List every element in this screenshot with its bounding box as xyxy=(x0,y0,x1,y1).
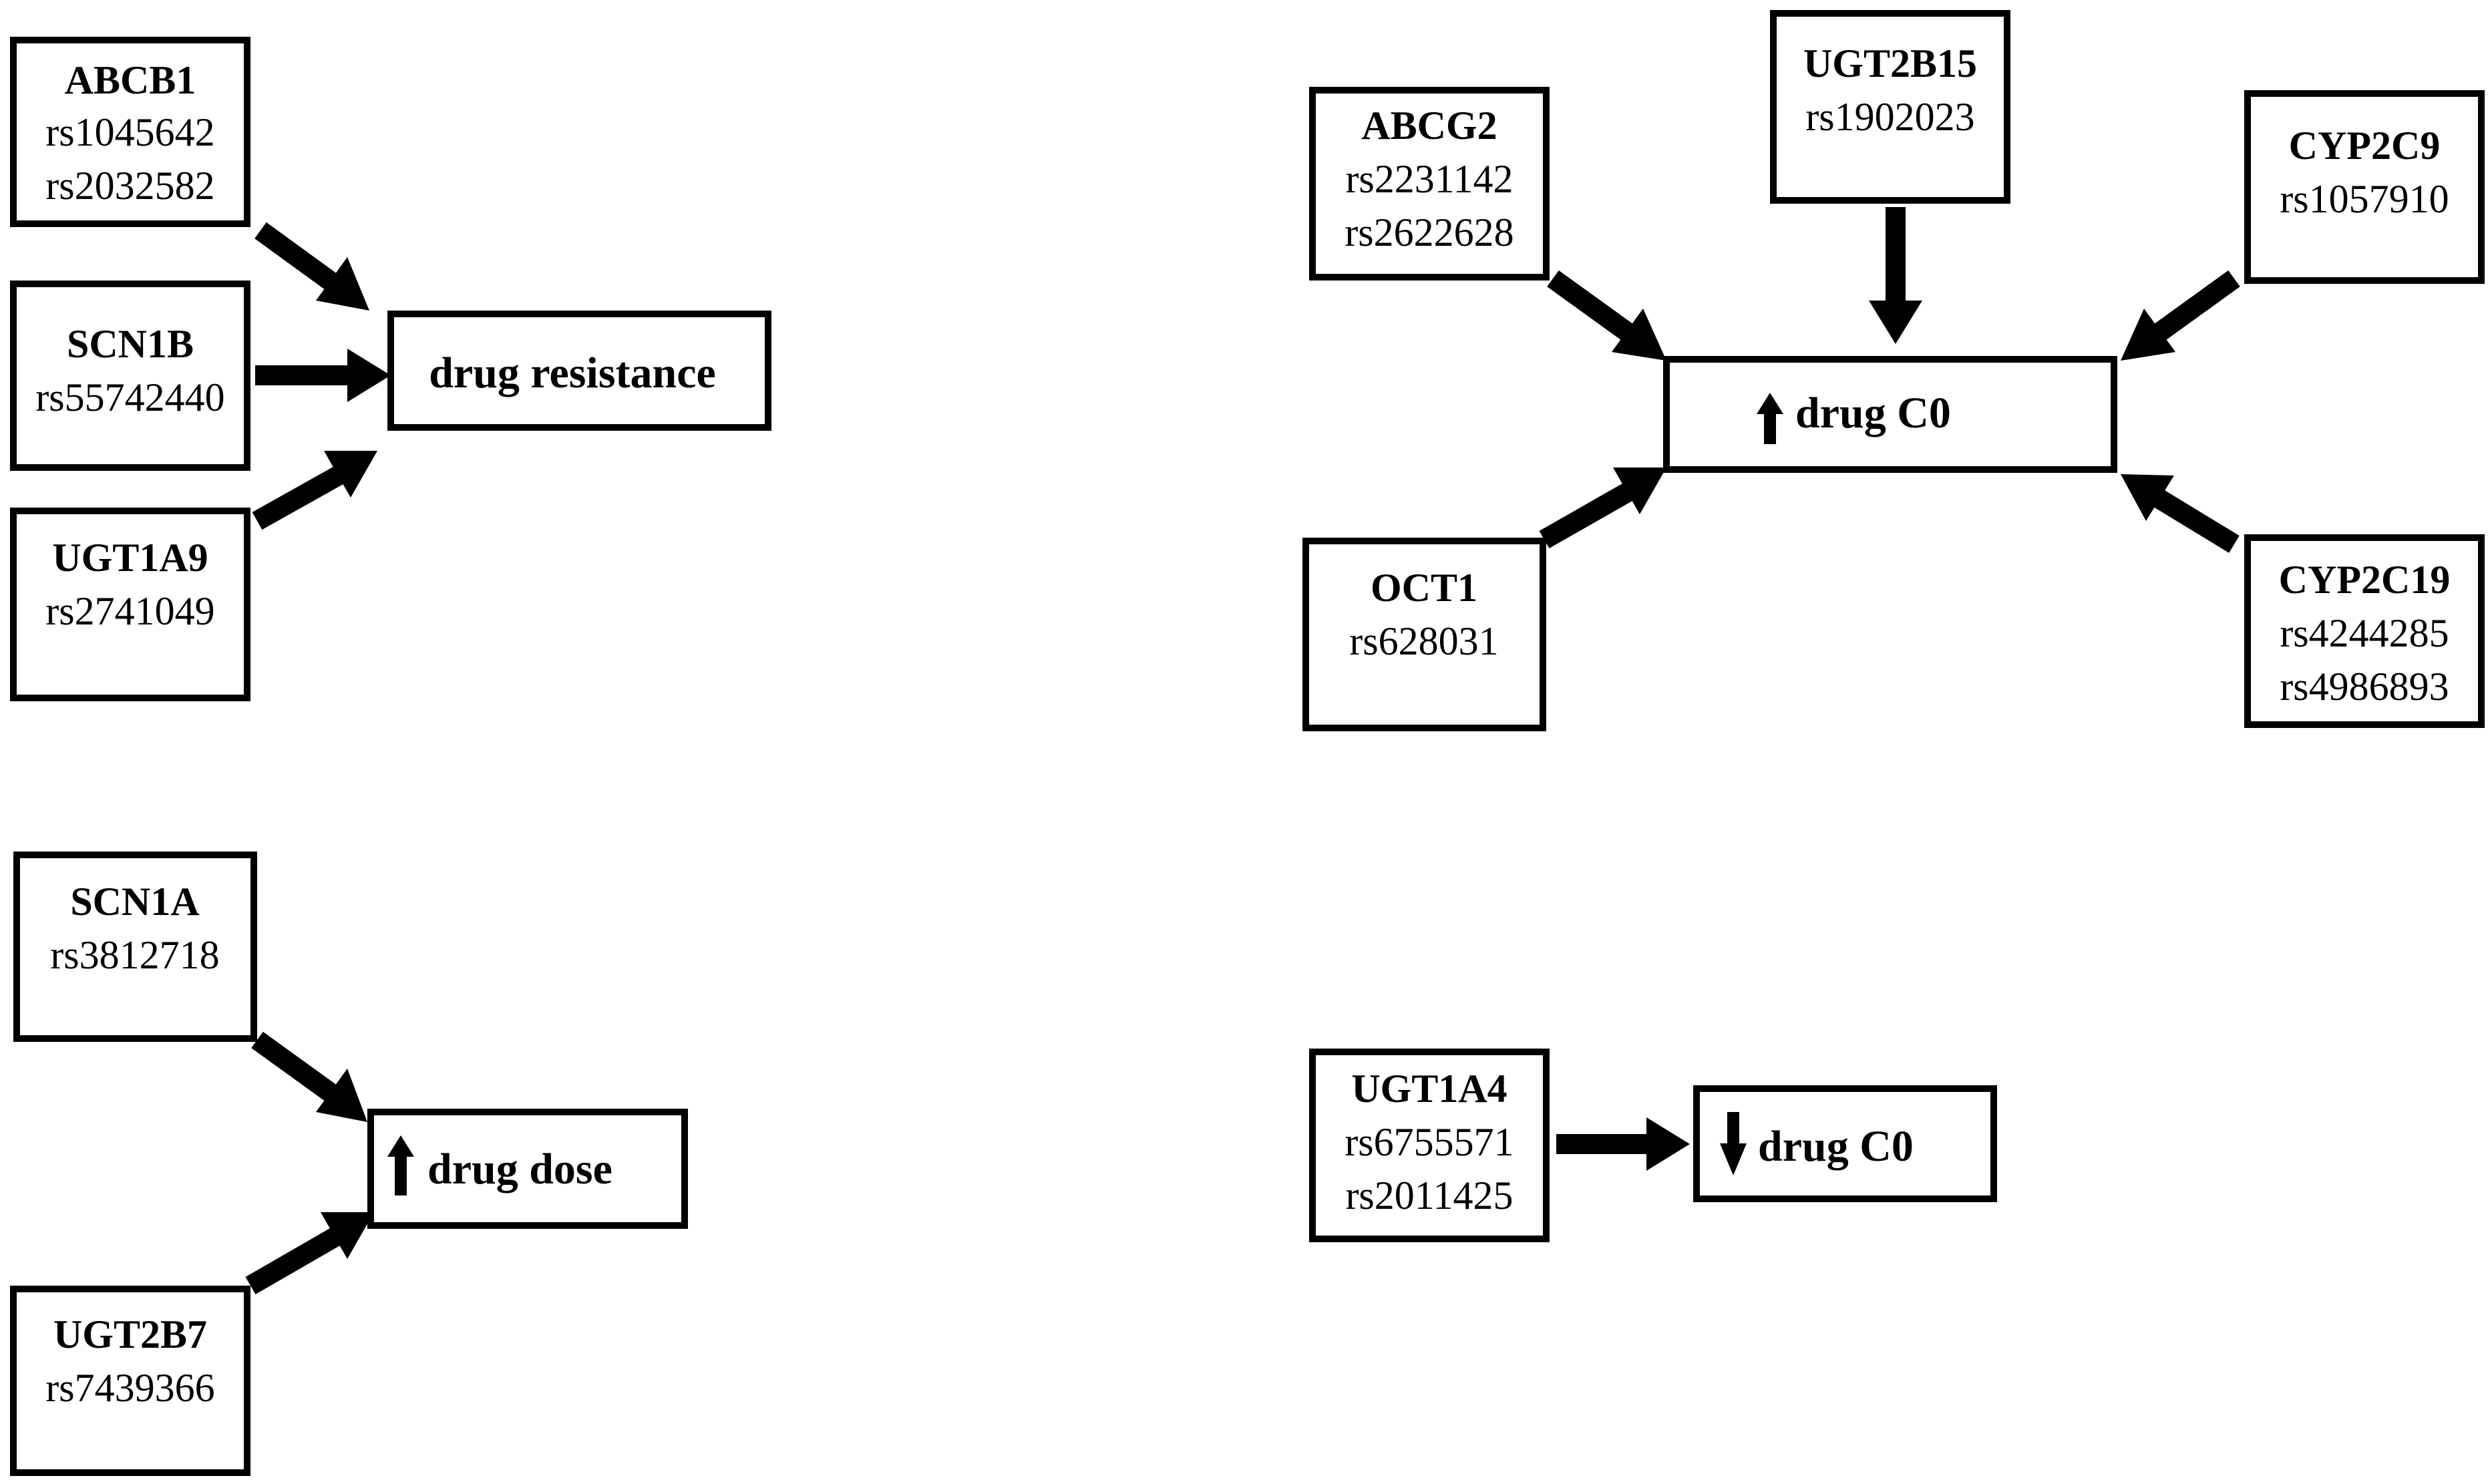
snp-label: rs7439366 xyxy=(45,1366,214,1410)
gene-name: UGT1A4 xyxy=(1351,1067,1507,1111)
down-arrow-icon xyxy=(1720,1112,1747,1175)
snp-label: rs2622628 xyxy=(1345,210,1514,254)
snp-label: rs2741049 xyxy=(45,589,214,633)
arrow-scn1a-to-drug-dose xyxy=(251,1031,367,1122)
snp-label: rs6755571 xyxy=(1345,1120,1514,1164)
gene-name: CYP2C19 xyxy=(2279,558,2451,602)
outcome-box-drug-c0-up: drug C0 xyxy=(1663,356,2117,473)
snp-label: rs2032582 xyxy=(45,164,214,208)
gene-box-ugt1a9: UGT1A9 rs2741049 xyxy=(10,508,250,701)
gene-name: ABCB1 xyxy=(65,58,196,102)
outcome-box-drug-dose: drug dose xyxy=(367,1109,688,1229)
gene-box-scn1a: SCN1A rs3812718 xyxy=(13,852,257,1042)
up-arrow-icon xyxy=(387,1135,414,1195)
gene-box-ugt2b15: UGT2B15 rs1902023 xyxy=(1770,10,2010,204)
arrow-cyp2c19-to-drug-c0 xyxy=(2121,474,2240,553)
snp-label: rs55742440 xyxy=(35,375,224,419)
gene-name: CYP2C9 xyxy=(2289,124,2441,168)
gene-name: SCN1A xyxy=(70,880,199,924)
gene-box-abcg2: ABCG2 rs2231142 rs2622628 xyxy=(1309,87,1550,281)
outcome-box-drug-resistance: drug resistance xyxy=(387,311,771,431)
gene-box-oct1: OCT1 rs628031 xyxy=(1302,538,1546,731)
up-arrow-icon xyxy=(1757,393,1783,444)
outcome-label: drug resistance xyxy=(429,349,716,397)
snp-label: rs4244285 xyxy=(2280,611,2449,655)
gene-name: SCN1B xyxy=(67,322,194,366)
snp-label: rs1045642 xyxy=(45,110,214,154)
gene-box-ugt2b7: UGT2B7 rs7439366 xyxy=(10,1286,250,1476)
gene-box-abcb1: ABCB1 rs1045642 rs2032582 xyxy=(10,37,250,227)
gene-box-scn1b: SCN1B rs55742440 xyxy=(10,281,250,471)
outcome-label: drug dose xyxy=(427,1145,612,1193)
gene-box-cyp2c19: CYP2C19 rs4244285 rs4986893 xyxy=(2244,534,2485,728)
gene-name: OCT1 xyxy=(1371,566,1477,610)
gene-box-ugt1a4: UGT1A4 rs6755571 rs2011425 xyxy=(1309,1049,1550,1242)
arrow-abcg2-to-drug-c0 xyxy=(1547,270,1666,361)
outcome-box-drug-c0-down: drug C0 xyxy=(1693,1085,1997,1202)
outcome-label: drug C0 xyxy=(1795,389,1951,437)
gene-box-cyp2c9: CYP2C9 rs1057910 xyxy=(2244,90,2485,284)
gene-name: UGT2B15 xyxy=(1803,41,1977,85)
arrow-ugt2b7-to-drug-dose xyxy=(245,1212,374,1294)
arrow-abcb1-to-drug-resistance xyxy=(254,222,369,311)
arrow-ugt1a9-to-drug-resistance xyxy=(252,451,377,530)
snp-label: rs628031 xyxy=(1349,619,1498,663)
connectors xyxy=(245,207,2240,1294)
arrow-scn1b-to-drug-resistance xyxy=(255,349,391,402)
snp-label: rs4986893 xyxy=(2280,665,2449,709)
snp-label: rs2231142 xyxy=(1345,157,1513,201)
snp-label: rs2011425 xyxy=(1345,1173,1513,1218)
arrow-ugt1a4-to-drug-c0 xyxy=(1556,1117,1690,1171)
snp-label: rs1902023 xyxy=(1805,95,1974,139)
gene-name: UGT2B7 xyxy=(53,1312,207,1356)
arrow-oct1-to-drug-c0 xyxy=(1539,468,1666,549)
snp-label: rs1057910 xyxy=(2280,177,2449,221)
arrow-cyp2c9-to-drug-c0 xyxy=(2121,270,2240,361)
arrow-ugt2b15-to-drug-c0 xyxy=(1869,207,1922,344)
outcome-label: drug C0 xyxy=(1758,1122,1914,1171)
snp-label: rs3812718 xyxy=(50,933,219,977)
gene-name: UGT1A9 xyxy=(52,536,208,580)
gene-name: ABCG2 xyxy=(1361,104,1497,148)
